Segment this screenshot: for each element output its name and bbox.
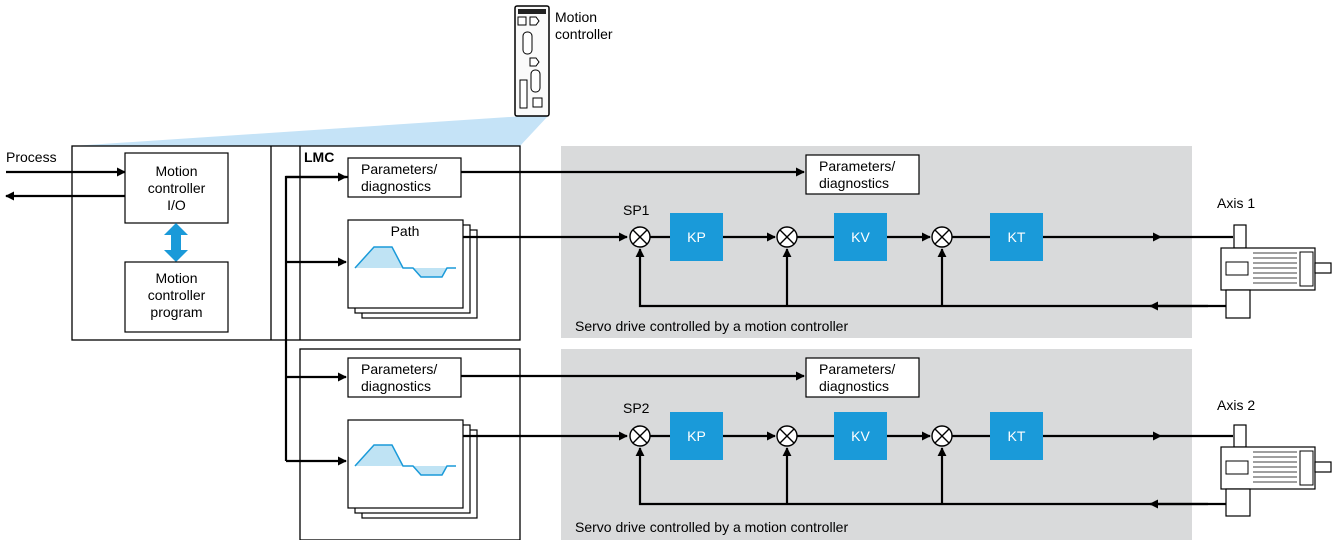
io-program-double-arrow	[164, 223, 188, 262]
io-block-line3: I/O	[167, 197, 186, 213]
axis2-kt-label: KT	[1008, 428, 1026, 444]
axis2-summing-junction-1	[629, 425, 651, 447]
axis2-setpoint-label: SP2	[623, 400, 650, 416]
axis1-kt-label: KT	[1008, 229, 1026, 245]
axis1-kt-block	[990, 213, 1043, 261]
axis2-lmc-params-line2: diagnostics	[361, 378, 431, 394]
process-label: Process	[6, 149, 57, 165]
motion-controller-device	[514, 5, 550, 117]
axis2-drive-params-box	[805, 357, 920, 398]
axis2-kp-block	[670, 412, 723, 460]
axis2-kp-label: KP	[687, 428, 706, 444]
io-block-line2: controller	[148, 180, 206, 196]
axis1-motor	[1220, 224, 1332, 319]
axis1-kp-block	[670, 213, 723, 261]
axis1-drive-params-line2: diagnostics	[819, 175, 889, 191]
axis1-drive-params-box	[805, 154, 920, 195]
axis2-drive-params-line1: Parameters/	[819, 361, 895, 377]
axis1-lmc-params-box	[347, 157, 462, 198]
axis1-kp-label: KP	[687, 229, 706, 245]
axis1-drive-params-line1: Parameters/	[819, 158, 895, 174]
axis2-summing-junction-3	[931, 425, 953, 447]
axis2-kv-block	[834, 412, 887, 460]
axis1-summing-junction-1	[629, 226, 651, 248]
program-block	[124, 261, 229, 333]
path-label: Path	[391, 223, 420, 239]
axis2-kt-block	[990, 412, 1043, 460]
program-block-line2: controller	[148, 287, 206, 303]
axis2-feedback-line	[635, 447, 1208, 506]
axis2-summing-junction-2	[776, 425, 798, 447]
program-block-line3: program	[150, 304, 202, 320]
io-block	[124, 152, 229, 224]
lmc-label: LMC	[304, 149, 334, 165]
axis1-label: Axis 1	[1217, 195, 1255, 211]
axis1-summing-junction-2	[776, 226, 798, 248]
axis1-lmc-params-line2: diagnostics	[361, 178, 431, 194]
motion-controller-label-line2: controller	[555, 26, 613, 42]
axis1-kv-label: KV	[851, 229, 870, 245]
program-block-line1: Motion	[155, 270, 197, 286]
io-block-line1: Motion	[155, 163, 197, 179]
axis2-caption: Servo drive controlled by a motion contr…	[575, 519, 848, 535]
axis2-drive-params-line2: diagnostics	[819, 378, 889, 394]
axis1-setpoint-label: SP1	[623, 202, 650, 218]
controller-beam	[72, 116, 548, 146]
axis1-feedback-line	[635, 248, 1208, 308]
axis1-kv-block	[834, 213, 887, 261]
axis2-motor	[1220, 424, 1332, 517]
axis2-label: Axis 2	[1217, 397, 1255, 413]
axis1-summing-junction-3	[931, 226, 953, 248]
axis2-lmc-params-line1: Parameters/	[361, 361, 437, 377]
motion-controller-label-line1: Motion	[555, 9, 597, 25]
axis1-path-stack	[347, 219, 478, 319]
axis1-caption: Servo drive controlled by a motion contr…	[575, 318, 848, 334]
axis2-lmc-params-box	[347, 357, 462, 398]
axis1-lmc-params-line1: Parameters/	[361, 161, 437, 177]
axis2-path-stack	[347, 419, 478, 519]
axis2-kv-label: KV	[851, 428, 870, 444]
